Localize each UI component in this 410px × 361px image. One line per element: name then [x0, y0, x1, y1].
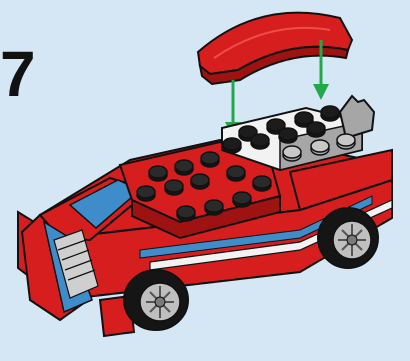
- stud: [223, 138, 241, 153]
- stud: [227, 166, 245, 181]
- stud: [233, 192, 251, 207]
- rear-wheel-icon: [318, 208, 378, 268]
- stud: [205, 200, 223, 215]
- stud: [137, 186, 155, 201]
- stud: [165, 180, 183, 195]
- stud: [307, 122, 325, 137]
- stud: [279, 128, 297, 143]
- stud: [201, 152, 219, 167]
- stud: [311, 140, 329, 155]
- stud: [337, 134, 355, 149]
- stud: [253, 176, 271, 191]
- stud: [191, 174, 209, 189]
- stud: [149, 166, 167, 181]
- stud: [177, 206, 195, 221]
- spoiler-brick-icon: [198, 13, 352, 84]
- stud: [251, 134, 269, 149]
- stud: [175, 160, 193, 175]
- stud: [321, 106, 339, 121]
- stud: [283, 146, 301, 161]
- front-wheel-icon: [124, 270, 188, 330]
